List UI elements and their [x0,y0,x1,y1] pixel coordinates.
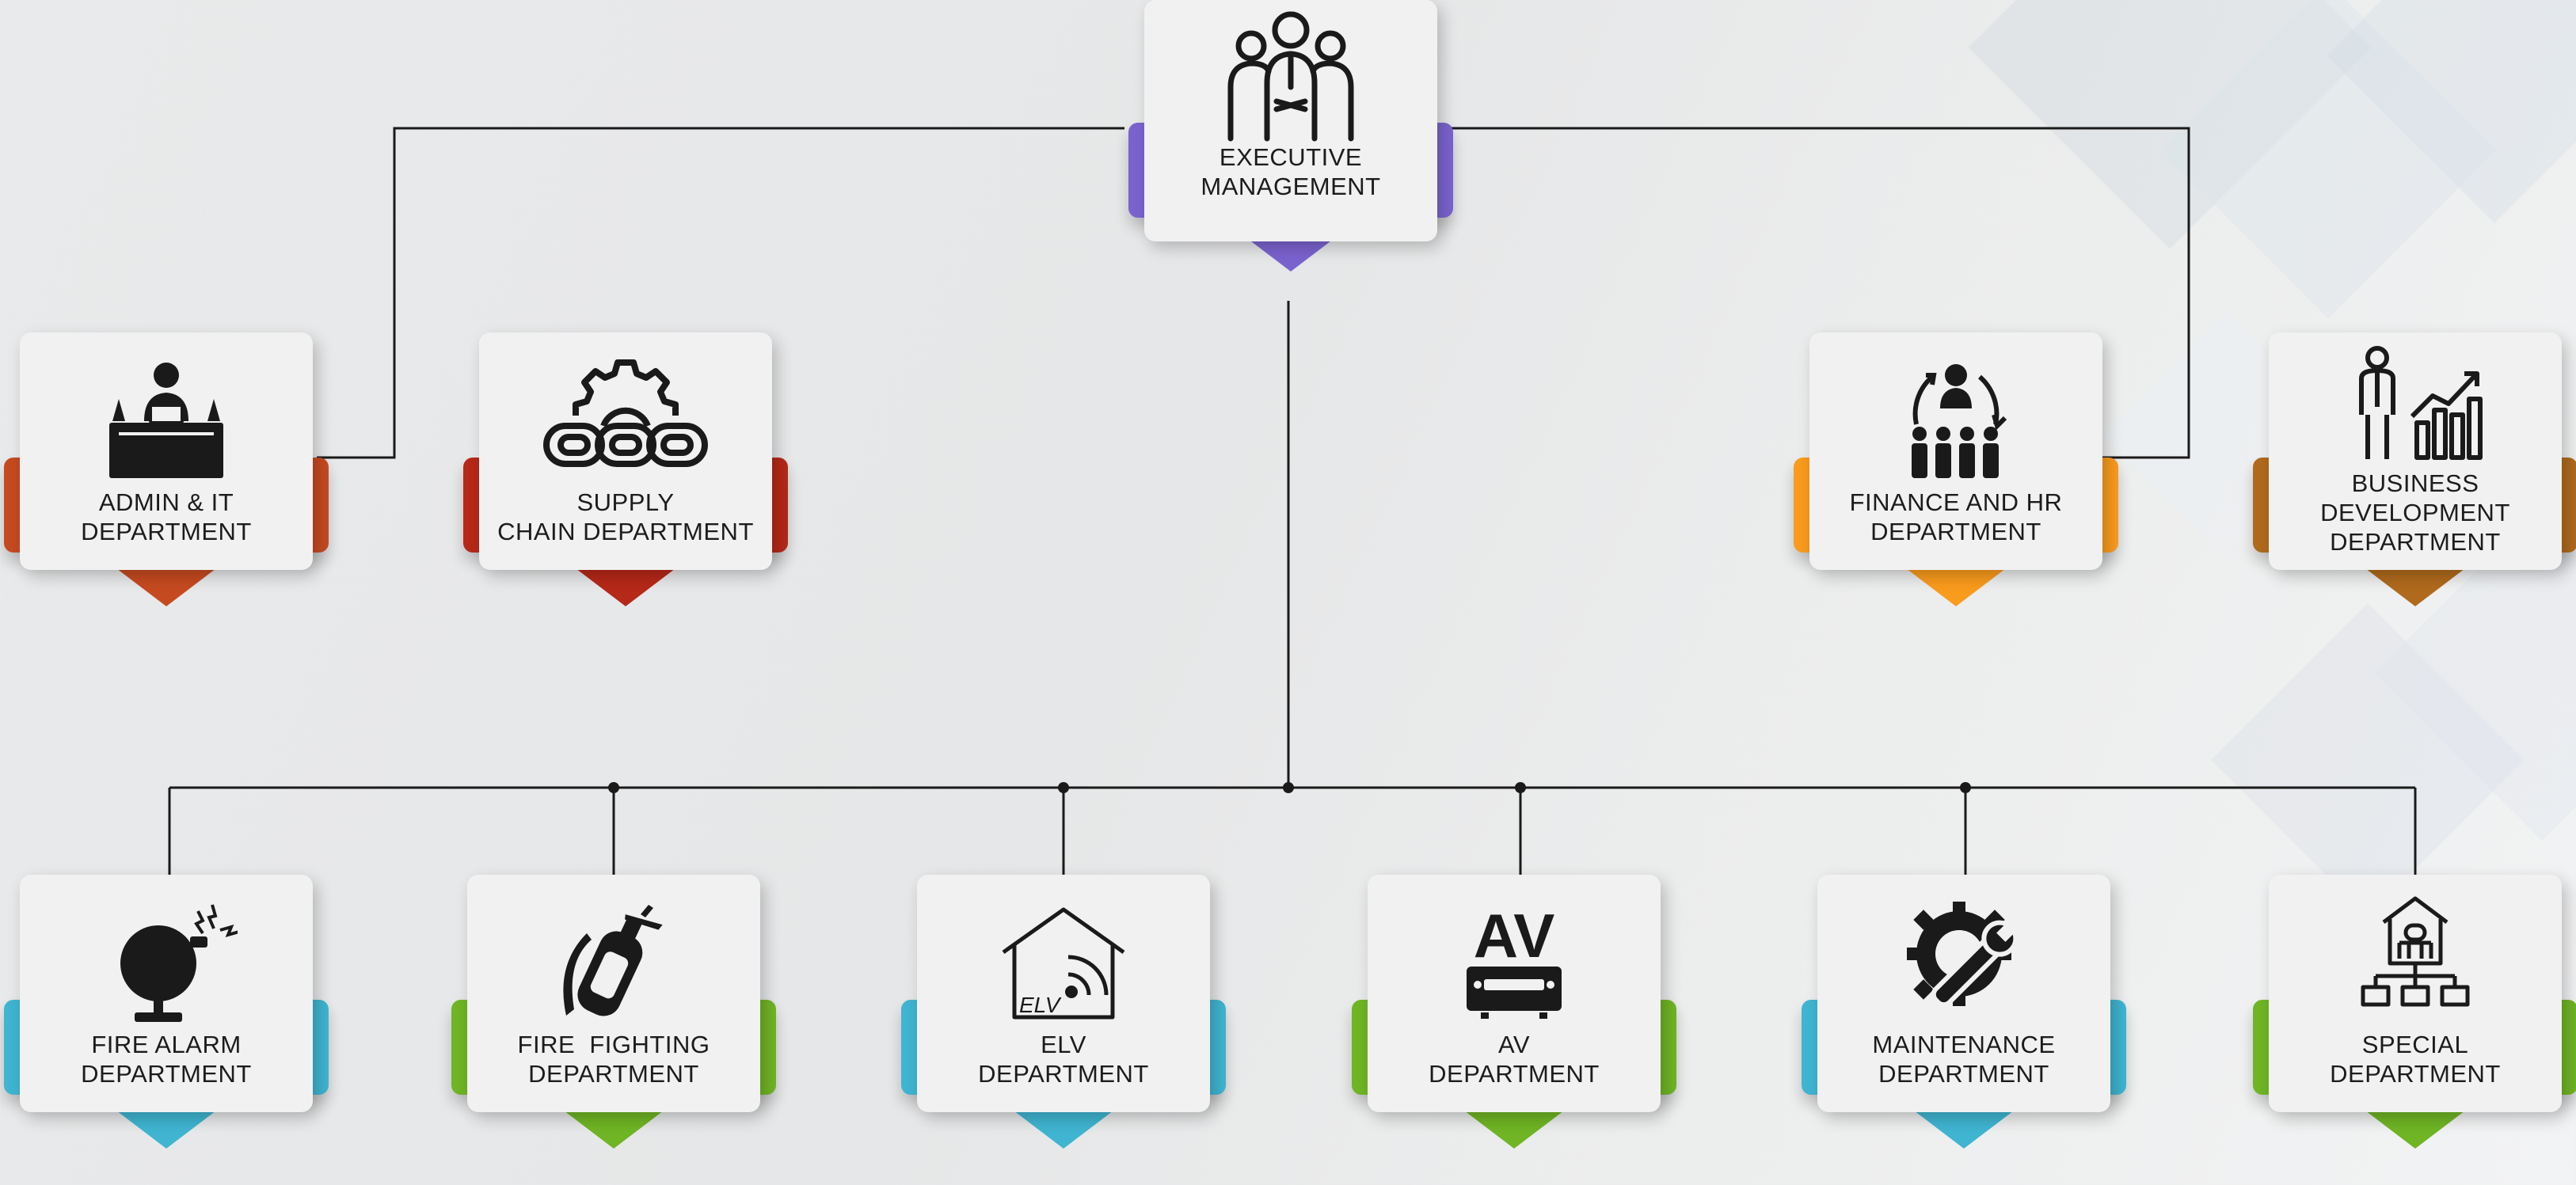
junction-dot [1058,782,1069,793]
node-label: SUPPLY CHAIN DEPARTMENT [497,488,754,545]
node-finance-hr: FINANCE AND HR DEPARTMENT [1794,332,2118,606]
card: FINANCE AND HR DEPARTMENT [1809,332,2102,570]
card: FIRE FIGHTING DEPARTMENT [467,875,760,1112]
building-network-icon [2344,891,2487,1025]
node-special: SPECIAL DEPARTMENT [2253,875,2576,1149]
junction-dot [1960,782,1971,793]
elv-icon-text: ELV [1019,993,1062,1017]
av-receiver-icon: AV [1443,891,1585,1025]
card: AV AV DEPARTMENT [1368,875,1661,1112]
wrench-gear-icon [1893,891,2035,1025]
node-label: ADMIN & IT DEPARTMENT [81,488,252,545]
card: MAINTENANCE DEPARTMENT [1817,875,2110,1112]
node-label: AV DEPARTMENT [1429,1031,1600,1088]
node-elv: ELV ELV DEPARTMENT [901,875,1226,1149]
node-maintenance: MAINTENANCE DEPARTMENT [1802,875,2126,1149]
node-label: BUSINESS DEVELOPMENT DEPARTMENT [2320,469,2510,556]
card: FIRE ALARM DEPARTMENT [20,875,313,1112]
node-label: FIRE FIGHTING DEPARTMENT [517,1031,710,1088]
junction-dot [1283,782,1294,793]
av-icon-text: AV [1474,901,1555,970]
fire-extinguisher-icon [542,891,685,1025]
node-supply-chain: SUPPLY CHAIN DEPARTMENT [463,332,788,606]
node-executive-management: EXECUTIVE MANAGEMENT [1128,0,1453,272]
node-av: AV AV DEPARTMENT [1352,875,1676,1149]
connector-right-branch [1449,127,2190,459]
card: SUPPLY CHAIN DEPARTMENT [479,332,772,570]
node-label: FIRE ALARM DEPARTMENT [81,1031,252,1088]
businessman-chart-icon [2344,344,2487,462]
node-fire-alarm: FIRE ALARM DEPARTMENT [4,875,329,1149]
node-label: EXECUTIVE MANAGEMENT [1200,143,1381,200]
card: ADMIN & IT DEPARTMENT [20,332,313,570]
gear-chain-icon [538,348,713,483]
card: SPECIAL DEPARTMENT [2269,875,2562,1112]
card: EXECUTIVE MANAGEMENT [1144,0,1437,241]
card: ELV ELV DEPARTMENT [917,875,1210,1112]
node-label: SPECIAL DEPARTMENT [2330,1031,2501,1088]
node-fire-fighting: FIRE FIGHTING DEPARTMENT [451,875,776,1149]
node-business-development: BUSINESS DEVELOPMENT DEPARTMENT [2253,332,2576,606]
junction-dot [1515,782,1526,793]
people-cycle-icon [1885,348,2027,483]
node-admin-it: ADMIN & IT DEPARTMENT [4,332,329,606]
node-label: FINANCE AND HR DEPARTMENT [1849,488,2063,545]
node-label: MAINTENANCE DEPARTMENT [1872,1031,2056,1088]
office-desk-icon [95,348,238,483]
team-icon [1220,8,1362,142]
connector-left-branch [317,127,1124,459]
smart-home-icon: ELV [992,891,1135,1025]
junction-dot [608,782,619,793]
alarm-bell-icon [95,891,238,1025]
node-label: ELV DEPARTMENT [978,1031,1149,1088]
card: BUSINESS DEVELOPMENT DEPARTMENT [2269,332,2562,570]
